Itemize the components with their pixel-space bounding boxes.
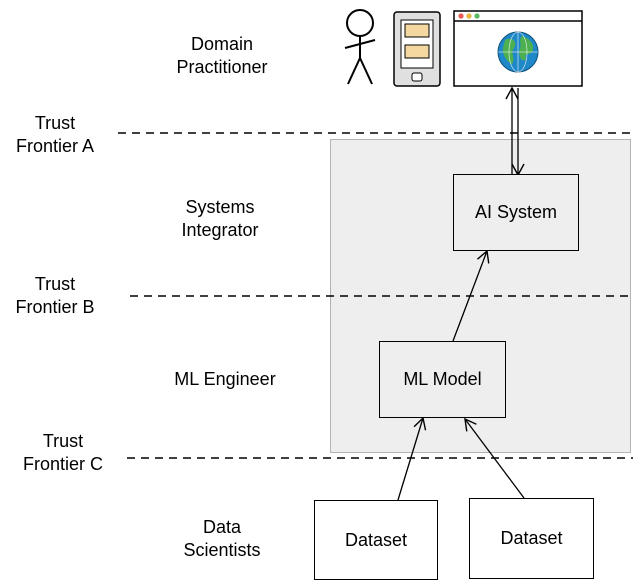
role-ml-engineer: ML Engineer: [174, 369, 276, 389]
arrow-model-to-ai: [452, 249, 490, 342]
globe-icon: [497, 31, 539, 73]
role-domain-practitioner: Domain Practitioner: [176, 34, 268, 77]
dataset-label-1: Dataset: [344, 529, 408, 550]
ml-model-box: ML Model: [379, 341, 506, 418]
arrow-dataset1-to-model: [397, 416, 427, 501]
frontier-a-label: Trust Frontier A: [15, 113, 95, 156]
role-systems-integrator: Systems Integrator: [181, 197, 259, 240]
dataset-box-2: Dataset: [469, 498, 594, 579]
role-data-scientists: Data Scientists: [183, 517, 261, 560]
ai-system-box: AI System: [453, 174, 579, 251]
dataset-box-1: Dataset: [314, 500, 438, 580]
tablet-icon: [393, 11, 441, 87]
ai-system-label: AI System: [474, 202, 558, 222]
ml-model-label: ML Model: [403, 369, 482, 389]
arrow-dataset2-to-model: [464, 417, 525, 499]
dataset-label-2: Dataset: [500, 528, 563, 548]
frontier-c-label: Trust Frontier C: [22, 431, 103, 474]
frontier-b-label: Trust Frontier B: [15, 274, 95, 317]
stick-figure-icon: [344, 9, 376, 85]
